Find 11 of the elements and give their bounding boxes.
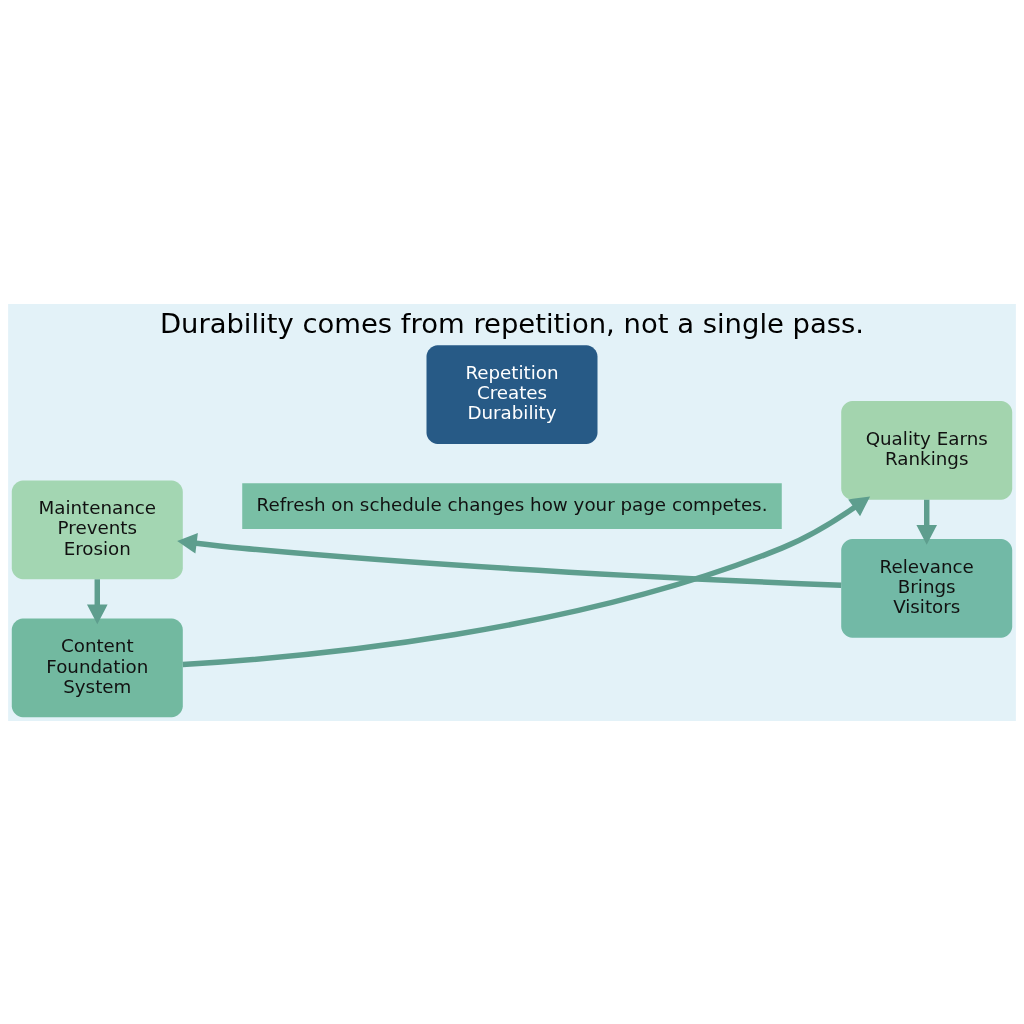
node-box: Content Foundation System bbox=[11, 618, 183, 717]
arrow bbox=[86, 578, 108, 624]
node-box: Maintenance Prevents Erosion bbox=[11, 480, 183, 579]
arrow bbox=[916, 499, 937, 545]
arrow bbox=[177, 532, 842, 588]
arrow bbox=[182, 495, 871, 667]
node-box: Repetition Creates Durability bbox=[426, 344, 598, 444]
node-box: Refresh on schedule changes how your page competes. bbox=[242, 482, 782, 529]
node-box: Quality Earns Rankings bbox=[841, 400, 1013, 500]
diagram-title: Durability comes from repetition, not a single pass. bbox=[159, 307, 865, 339]
node-box: Relevance Brings Visitors bbox=[841, 538, 1013, 638]
